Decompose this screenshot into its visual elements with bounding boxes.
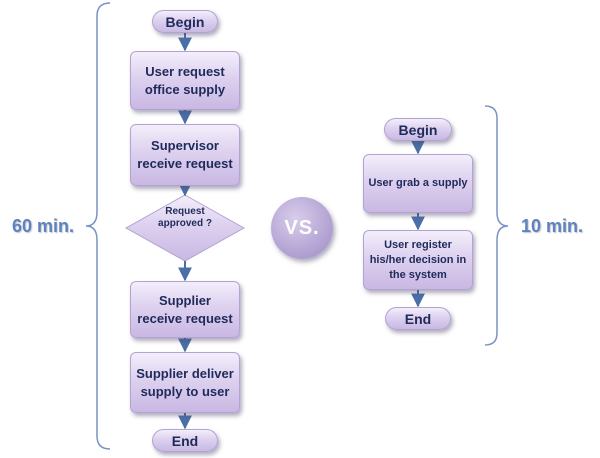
- right-user-register-node: User register his/her decision in the sy…: [363, 230, 473, 290]
- right-user-grab-node: User grab a supply: [363, 154, 473, 213]
- right-time-label: 10 min.: [521, 216, 584, 236]
- left-supplier-deliver-node: Supplier deliver supply to user: [130, 352, 240, 413]
- left-time-label: 60 min.: [12, 216, 75, 236]
- left-end-node: End: [152, 429, 218, 452]
- vs-circle: VS.: [271, 197, 333, 259]
- left-begin-node: Begin: [152, 10, 218, 33]
- left-supplier-receive-node: Supplier receive request: [130, 281, 240, 338]
- right-begin-node: Begin: [384, 118, 452, 141]
- left-supervisor-node: Supervisor receive request: [130, 124, 240, 186]
- left-user-request-node: User request office supply: [130, 51, 240, 110]
- left-brace: [85, 2, 111, 450]
- right-brace: [484, 105, 509, 346]
- left-decision-label: Request approved ?: [158, 206, 212, 229]
- right-end-node: End: [385, 307, 451, 330]
